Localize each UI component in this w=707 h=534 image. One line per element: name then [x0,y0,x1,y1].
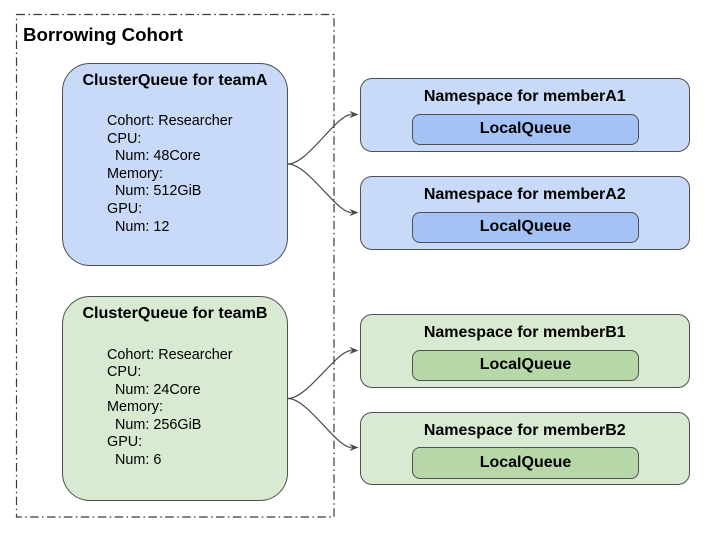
namespace-memberA2-box: Namespace for memberA2 LocalQueue [360,176,690,250]
arrowhead-memberA1-icon [349,110,359,119]
spec-line-cpu-num: Num: 48Core [107,148,201,165]
clusterqueue-teamB-specs: Cohort: Researcher CPU: Num: 24Core Memo… [107,347,233,470]
spec-line-memory-num: Num: 512GiB [107,183,202,200]
spec-line-memory: Memory: [107,165,163,182]
localqueue-memberB1-box: LocalQueue [412,349,639,381]
namespace-memberB1-box: Namespace for memberB1 LocalQueue [360,314,690,388]
clusterqueue-teamB-title: ClusterQueue for teamB [82,304,268,322]
spec-line-gpu: GPU: [107,200,143,217]
spec-line-cpu: CPU: [107,130,142,147]
clusterqueue-teamA-title: ClusterQueue for teamA [82,70,268,89]
spec-line-memory-num: Num: 256GiB [107,416,202,433]
connector-teamA-to-memberA1 [287,113,352,165]
clusterqueue-teamA-specs: Cohort: Researcher CPU: Num: 48Core Memo… [107,113,233,236]
spec-line-cohort: Cohort: Researcher [107,346,233,363]
clusterqueue-teamA-box: ClusterQueue for teamA Cohort: Researche… [62,62,288,266]
cohort-title: Borrowing Cohort [23,24,183,45]
namespace-memberA1-box: Namespace for memberA1 LocalQueue [360,78,690,152]
localqueue-memberA2-label: LocalQueue [479,218,572,236]
connector-teamA-to-memberA2 [287,163,352,214]
spec-line-cohort: Cohort: Researcher [107,113,233,129]
namespace-memberB2-title: Namespace for memberB2 [423,421,626,439]
arrowhead-memberB1-icon [349,346,359,355]
localqueue-memberB1-label: LocalQueue [479,356,572,374]
spec-line-cpu: CPU: [107,364,142,381]
localqueue-memberA1-box: LocalQueue [412,113,639,145]
namespace-memberB2-box: Namespace for memberB2 LocalQueue [360,411,690,485]
spec-line-gpu: GPU: [107,434,143,451]
spec-line-cpu-num: Num: 24Core [107,381,201,398]
cohort-dashed-border [15,13,335,518]
localqueue-memberB2-box: LocalQueue [412,447,639,479]
arrowhead-memberB2-icon [349,443,359,452]
spec-line-gpu-num: Num: 6 [107,452,162,469]
namespace-memberB1-title: Namespace for memberB1 [423,324,626,341]
connector-teamB-to-memberB2 [287,397,352,449]
localqueue-memberB2-label: LocalQueue [479,453,572,471]
namespace-memberA2-title: Namespace for memberA2 [423,186,626,203]
localqueue-memberA2-box: LocalQueue [412,211,639,243]
spec-line-memory: Memory: [107,399,163,416]
localqueue-memberA1-label: LocalQueue [479,120,572,138]
arrowhead-memberA2-icon [349,208,359,217]
connector-teamB-to-memberB1 [287,349,352,400]
namespace-memberA1-title: Namespace for memberA1 [423,88,626,105]
clusterqueue-teamB-box: ClusterQueue for teamB Cohort: Researche… [62,296,288,501]
spec-line-gpu-num: Num: 12 [107,218,170,235]
